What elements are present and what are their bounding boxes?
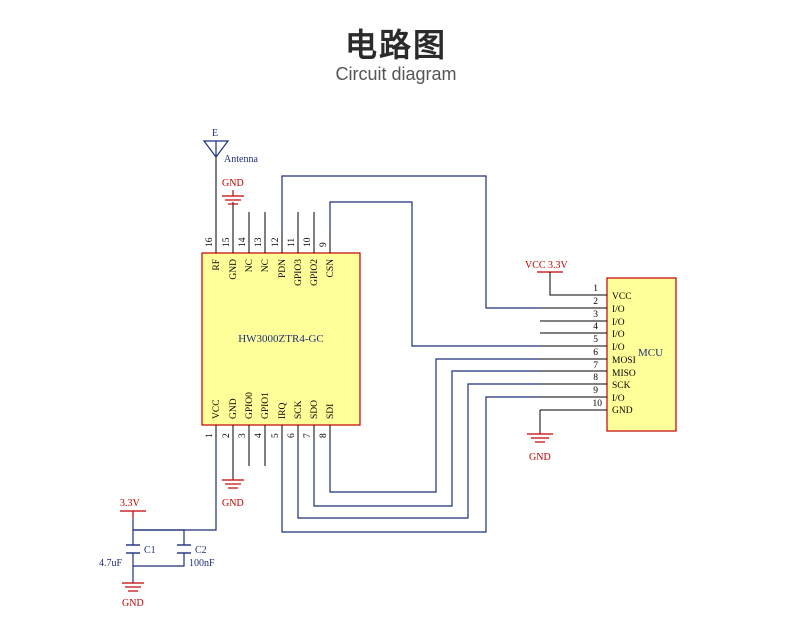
mcu-pin-name-2: I/O — [612, 305, 625, 315]
antenna-symbol: E Antenna — [202, 128, 258, 230]
mcu-pin-name-3: I/O — [612, 318, 625, 328]
pin-number-3: 3 — [238, 433, 248, 438]
capacitor-c1 — [126, 544, 140, 554]
c1-name: C1 — [144, 545, 156, 556]
capacitor-c2 — [177, 544, 191, 554]
pin-name-gpio1: GPIO1 — [261, 392, 271, 419]
mcu-vcc-label: VCC 3.3V — [525, 260, 569, 271]
page-title: 电路图 — [344, 26, 447, 64]
pin-name-nc-14: NC — [245, 259, 255, 272]
mcu-pin-name-8: SCK — [612, 381, 631, 391]
mcu-pin-number-9: 9 — [593, 386, 598, 396]
wire-vcc-to-caps — [133, 440, 217, 531]
gnd-label-chip: GND — [222, 498, 244, 509]
pin-name-gpio2: GPIO2 — [310, 259, 320, 286]
pin-name-pdn: PDN — [278, 259, 288, 278]
pin-name-sdi: SDI — [326, 404, 336, 419]
wire-sdo-to-miso — [313, 370, 540, 507]
power-supply: 3.3V — [120, 498, 146, 518]
wire-irq-to-mcu-io9 — [281, 396, 540, 533]
gnd-symbol-caps: GND — [122, 582, 144, 609]
pin-name-gnd-2: GND — [229, 398, 239, 419]
wire-pdn-to-mcu-io2 — [281, 175, 540, 309]
mcu-pin-name-6: MOSI — [612, 356, 636, 366]
mcu-pin-number-4: 4 — [593, 322, 598, 332]
pin-number-9: 9 — [319, 242, 329, 247]
mcu-pin-name-7: MISO — [612, 369, 636, 379]
wire-csn-to-mcu-io5 — [329, 201, 540, 347]
mcu-pin-name-4: I/O — [612, 330, 625, 340]
gnd-symbol-mcu: GND — [527, 432, 553, 463]
mcu-pin-number-2: 2 — [593, 297, 598, 307]
mcu-pins — [539, 307, 607, 432]
wire-sck-to-sck — [297, 383, 540, 519]
antenna-symbol-letter: E — [212, 128, 218, 139]
c2-name: C2 — [195, 545, 207, 556]
pin-number-16: 16 — [205, 237, 215, 247]
pin-number-5: 5 — [271, 433, 281, 438]
pin-number-2: 2 — [222, 433, 232, 438]
pin-number-12: 12 — [271, 237, 281, 247]
mcu-pin-number-5: 5 — [593, 335, 598, 345]
wire-caps-bottom — [132, 553, 185, 567]
wire-sdi-to-mosi — [329, 358, 540, 493]
pin-name-gpio3: GPIO3 — [294, 259, 304, 286]
pin-name-sck: SCK — [294, 400, 304, 419]
c2-value: 100nF — [189, 558, 215, 569]
mcu-pin-number-10: 10 — [593, 399, 603, 409]
pin-number-6: 6 — [287, 433, 297, 438]
pin-name-rf: RF — [212, 259, 222, 271]
signal-wires — [132, 175, 540, 583]
gnd-symbol-top: GND — [222, 178, 244, 230]
pin-number-7: 7 — [303, 433, 313, 438]
pin-number-14: 14 — [238, 237, 248, 247]
pin-name-csn: CSN — [326, 259, 336, 278]
c1-value: 4.7uF — [99, 558, 123, 569]
antenna-label: Antenna — [224, 154, 258, 165]
mcu-pin-number-3: 3 — [593, 310, 598, 320]
gnd-label-mcu: GND — [529, 452, 551, 463]
supply-3v3-label: 3.3V — [120, 498, 141, 509]
pin-number-13: 13 — [254, 237, 264, 247]
chip-name: HW3000ZTR4-GC — [238, 333, 324, 345]
chip-bottom-pins: VCC GND GPIO0 GPIO1 IRQ SCK SDO SDI 1 2 … — [205, 392, 336, 478]
pin-number-10: 10 — [303, 237, 313, 247]
pin-number-8: 8 — [319, 433, 329, 438]
mcu-pin-number-7: 7 — [593, 361, 598, 371]
mcu-body — [606, 277, 677, 432]
pin-name-gpio0: GPIO0 — [245, 392, 255, 419]
mcu-pin-labels: 1 VCC 2 I/O 3 I/O 4 I/O 5 I/O 6 MOSI 7 M… — [593, 284, 636, 416]
mcu-vcc-supply: VCC 3.3V — [525, 260, 607, 296]
pin-number-15: 15 — [222, 237, 232, 247]
mcu-pin-name-9: I/O — [612, 394, 625, 404]
gnd-symbol-chip-bottom: GND — [222, 478, 244, 509]
mcu-pin-name-10: GND — [612, 406, 633, 416]
pin-name-irq: IRQ — [278, 403, 288, 420]
mcu-pin-name-5: I/O — [612, 343, 625, 353]
chip-top-pins: 16 15 14 13 12 11 10 9 RF GND NC NC PDN … — [205, 212, 336, 286]
gnd-label-caps: GND — [122, 598, 144, 609]
mcu-name: MCU — [638, 347, 663, 359]
pin-number-1: 1 — [205, 433, 215, 438]
mcu-pin-number-8: 8 — [593, 373, 598, 383]
pin-name-gnd-15: GND — [229, 259, 239, 280]
pin-number-11: 11 — [287, 238, 297, 247]
pin-name-vcc: VCC — [212, 399, 222, 419]
pin-name-sdo: SDO — [310, 400, 320, 419]
chip-body — [201, 252, 361, 426]
mcu-pin-number-6: 6 — [593, 348, 598, 358]
page-subtitle: Circuit diagram — [335, 64, 457, 84]
wire-cap-top — [133, 529, 185, 545]
mcu-pin-name-1: VCC — [612, 292, 632, 302]
pin-name-nc-13: NC — [261, 259, 271, 272]
mcu-pin-number-1: 1 — [593, 284, 598, 294]
pin-number-4: 4 — [254, 433, 264, 438]
gnd-label-top: GND — [222, 178, 244, 189]
